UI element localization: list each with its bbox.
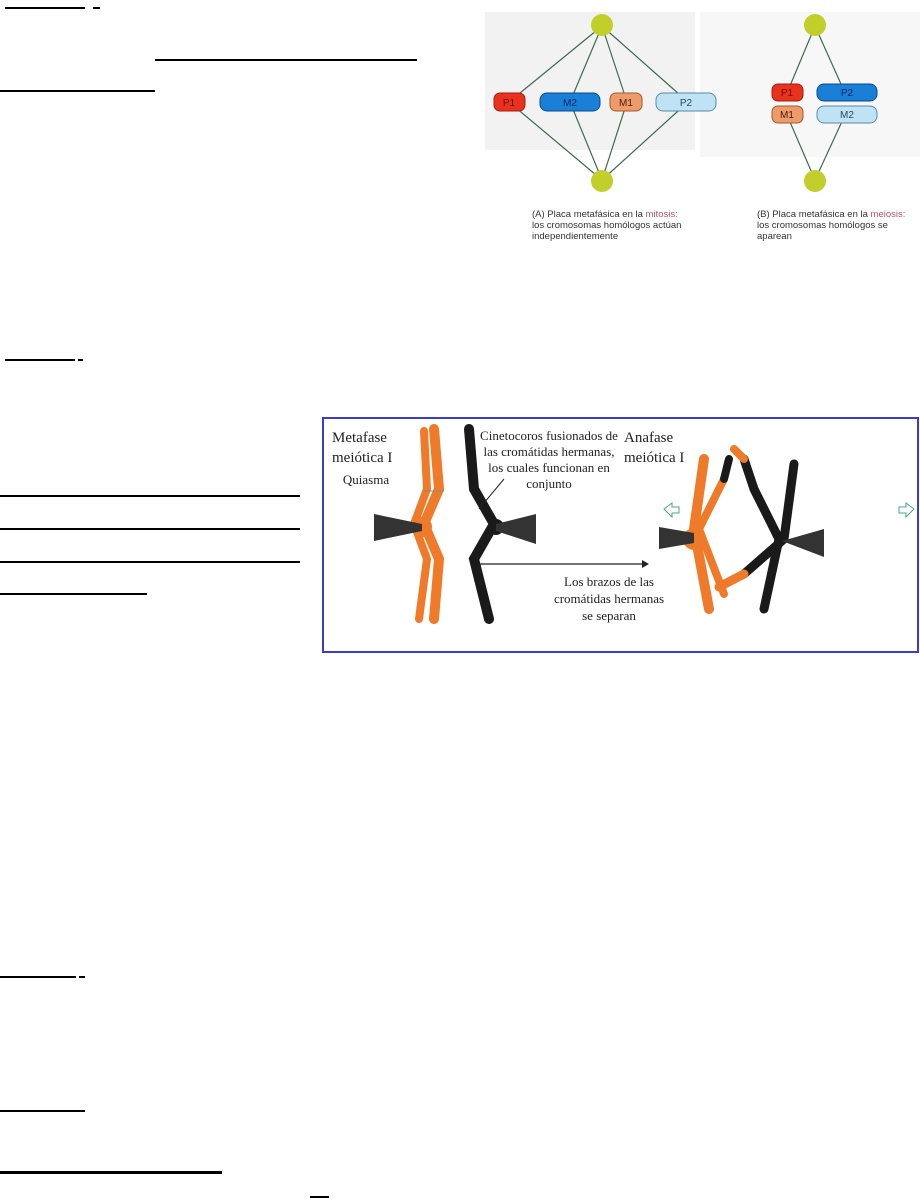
meiosis-figure: Metafase meiótica I Anafase meiótica I Q… [322,417,919,653]
chromosomes-b: P1 P2 M1 M2 [771,83,878,124]
blank-line [5,7,85,9]
label-brazos: se separan [582,608,636,623]
chromosomes-a: P1 M2 M1 P2 [493,92,717,112]
blank-line [0,495,300,497]
label-brazos: Los brazos de las [564,574,654,589]
metaphase-plate-figure: P1 M2 M1 P2 P1 P2 M1 M2 (A) Placa metafá… [485,10,920,260]
label-anafase: Anafase [624,430,673,446]
meiosis-diagram: Metafase meiótica I Anafase meiótica I Q… [332,424,915,624]
blank-line [0,976,76,978]
blank-line [5,359,75,361]
spindle-pole [591,170,613,192]
blank-line [0,1171,222,1174]
chromosome-label: M2 [563,98,577,109]
chromosome-label: P1 [503,98,516,109]
caption-panel-b: (B) Placa metafásica en la meiosis: los … [757,209,906,242]
blank-line [93,7,100,9]
anaphase-chromosomes [659,445,915,614]
blank-line [0,1110,85,1112]
blank-line [79,976,85,978]
blank-line [78,359,83,361]
blank-line [310,1196,329,1198]
blank-line [0,528,300,530]
chromosome-label: M1 [780,110,794,121]
chromosome-label: M1 [619,98,633,109]
label-anafase: meiótica I [624,450,684,466]
blank-line [0,561,300,563]
metaphase-plate-diagram: P1 M2 M1 P2 P1 P2 M1 M2 [485,12,920,192]
chromosome-label: P2 [680,98,693,109]
chromosome-label: M2 [840,110,854,121]
spindle-fibers-a [508,25,689,181]
label-brazos: cromátidas hermanas [554,591,664,606]
label-metafase: meiótica I [332,450,392,466]
label-metafase: Metafase [332,430,387,446]
blank-line [0,593,147,595]
chromosome-label: P1 [781,88,794,99]
caption-panel-a: (A) Placa metafásica en la mitosis: los … [532,209,682,242]
label-quiasma: Quiasma [343,472,389,487]
panel-b-background [700,12,920,157]
label-cinetocoros: conjunto [526,476,572,491]
label-cinetocoros: Cinetocoros fusionados de [480,428,618,443]
chromosome-label: P2 [841,88,854,99]
label-cinetocoros: las cromátidas hermanas, [483,444,614,459]
label-cinetocoros: los cuales funcionan en [488,460,610,475]
spindle-pole [804,170,826,192]
metaphase-chromosomes [374,424,536,624]
blank-line [155,59,417,61]
spindle-fibers-b [786,25,846,181]
blank-line [0,90,155,92]
spindle-pole [804,14,826,36]
spindle-pole [591,14,613,36]
